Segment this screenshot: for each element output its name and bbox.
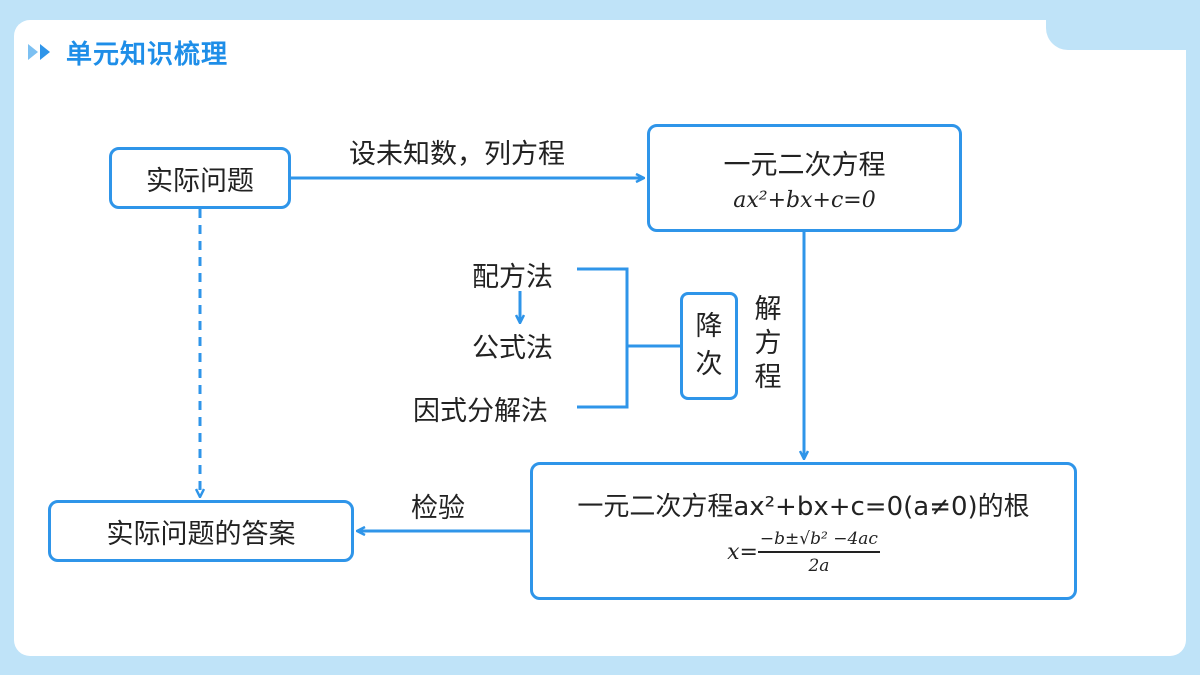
double-arrow-icon: [26, 42, 54, 62]
node-reduce-degree: 降次: [680, 292, 738, 400]
node-roots-label: 一元二次方程ax²+bx+c=0(a≠0)的根: [577, 492, 1030, 522]
quadratic-formula-fraction: −b±√b² −4ac 2a: [757, 529, 880, 576]
quadratic-formula: x= −b±√b² −4ac 2a: [727, 529, 880, 576]
general-form-formula: ax²+bx+c=0: [733, 188, 876, 213]
title-bar: 单元知识梳理: [26, 32, 228, 72]
node-roots: 一元二次方程ax²+bx+c=0(a≠0)的根 x= −b±√b² −4ac 2…: [530, 462, 1077, 600]
edge-label-solve-equation: 解方程: [754, 294, 782, 393]
edge-label-set-unknown: 设未知数，列方程: [349, 139, 565, 170]
corner-tab: [1046, 20, 1186, 50]
edge-label-verify: 检验: [411, 493, 465, 524]
node-answer: 实际问题的答案: [48, 500, 354, 562]
method-factorization: 因式分解法: [413, 396, 548, 427]
page-title: 单元知识梳理: [66, 39, 229, 70]
node-quadratic-equation: 一元二次方程 ax²+bx+c=0: [647, 124, 962, 232]
method-bracket: [577, 267, 629, 409]
method-formula: 公式法: [472, 333, 553, 364]
method-completing-square: 配方法: [472, 262, 553, 293]
node-practical-problem: 实际问题: [109, 147, 291, 209]
node-quadratic-equation-label: 一元二次方程: [723, 150, 886, 181]
